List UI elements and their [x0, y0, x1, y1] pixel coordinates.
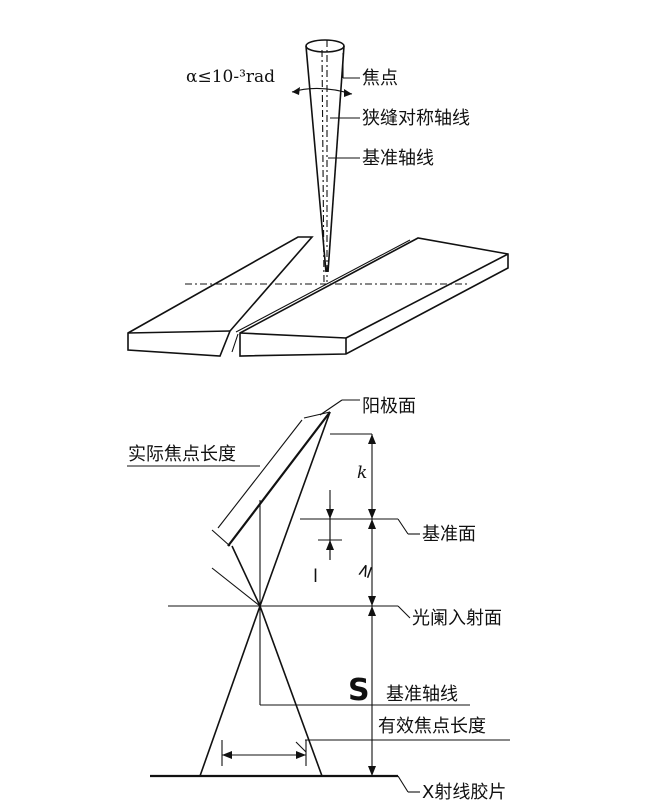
actual-focus-length-label: 实际焦点长度 [128, 444, 236, 465]
beam-right-edge [327, 45, 345, 273]
beam-upper-left-outer [211, 567, 261, 607]
angle-arrow-right [344, 89, 352, 97]
beam-upper-left [231, 545, 261, 607]
beam-left-edge [305, 45, 327, 273]
anode-label-leader [319, 399, 343, 416]
actual-focus-ext-bottom [211, 529, 231, 547]
actual-focus-ext-top [303, 411, 331, 419]
slit-line-b [231, 333, 239, 353]
reference-axis-line [321, 49, 325, 283]
left-plate [127, 236, 314, 357]
right-plate-front-top [239, 332, 347, 339]
bottom-figure: 阳极面 实际焦点长度 基准面 光阑入射面 k [127, 396, 510, 803]
angle-label: α≤10-³rad [186, 67, 275, 87]
focal-spot-ellipse [305, 39, 345, 53]
slit-line-a [235, 239, 411, 333]
beam-lower-right [259, 605, 323, 777]
angle-arrow-left [292, 87, 300, 95]
beam-upper-right [259, 411, 331, 607]
actual-focus-dim-line [217, 419, 303, 529]
effective-leader-diag [295, 741, 307, 753]
l-label: l [313, 566, 318, 587]
film-label: X射线胶片 [422, 782, 506, 803]
effective-focus-length-label: 有效焦点长度 [378, 716, 486, 737]
effective-arrow-right [296, 751, 306, 759]
right-plate-edge-top [345, 253, 509, 339]
top-figure: α≤10-³rad 焦点 狭缝对称轴线 基准轴线 [127, 39, 509, 357]
reference-axis-label-bottom: 基准轴线 [386, 684, 458, 705]
slit-axis-label: 狭缝对称轴线 [362, 108, 470, 129]
reference-axis-label-top: 基准轴线 [362, 148, 434, 169]
effective-arrow-left [222, 751, 232, 759]
s-arrow-bottom [368, 766, 376, 776]
geq-arrow-bottom [368, 596, 376, 606]
aperture-plane-label: 光阑入射面 [412, 608, 502, 629]
s-arrow-top [368, 606, 376, 616]
right-plate [239, 237, 509, 357]
reference-plane-label: 基准面 [422, 524, 476, 545]
reference-plane-leader [397, 518, 409, 535]
geq-label: ≥ [353, 560, 378, 581]
aperture-plane-leader [397, 605, 411, 619]
film-leader [397, 775, 409, 793]
anode-label: 阳极面 [362, 396, 416, 417]
k-arrow-bottom [368, 509, 376, 519]
k-label: k [357, 463, 367, 483]
focus-label: 焦点 [362, 68, 398, 89]
l-arrow-top [326, 509, 334, 519]
k-arrow-top [368, 434, 376, 444]
s-label: S [348, 673, 370, 708]
geq-arrow-top [368, 519, 376, 529]
beam-lower-left [199, 605, 261, 777]
left-plate-front-top [127, 330, 231, 334]
l-arrow-bottom [326, 540, 334, 550]
anode-face-line [227, 411, 331, 547]
